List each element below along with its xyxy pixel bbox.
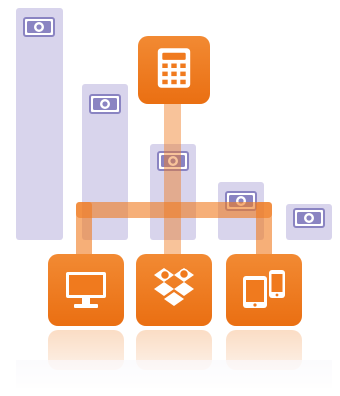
connector-lines (76, 102, 272, 260)
money-bill-icon (293, 208, 325, 228)
bar-column-1 (16, 8, 63, 240)
reflection-fade (0, 328, 340, 396)
device-tiles (48, 254, 302, 326)
bar-column-2 (82, 84, 128, 240)
calculator-tile (138, 36, 210, 104)
tile-monitor (48, 254, 124, 326)
connector-horizontal (76, 202, 272, 218)
connector-left-drop (76, 202, 92, 260)
tile-devices (226, 254, 302, 326)
connector-vertical-main (164, 102, 181, 260)
calculator-icon (157, 48, 191, 88)
money-bill-icon (89, 94, 121, 114)
money-bill-icon (23, 17, 55, 37)
tile-dropbox (136, 254, 212, 326)
connector-right-drop (256, 202, 272, 260)
